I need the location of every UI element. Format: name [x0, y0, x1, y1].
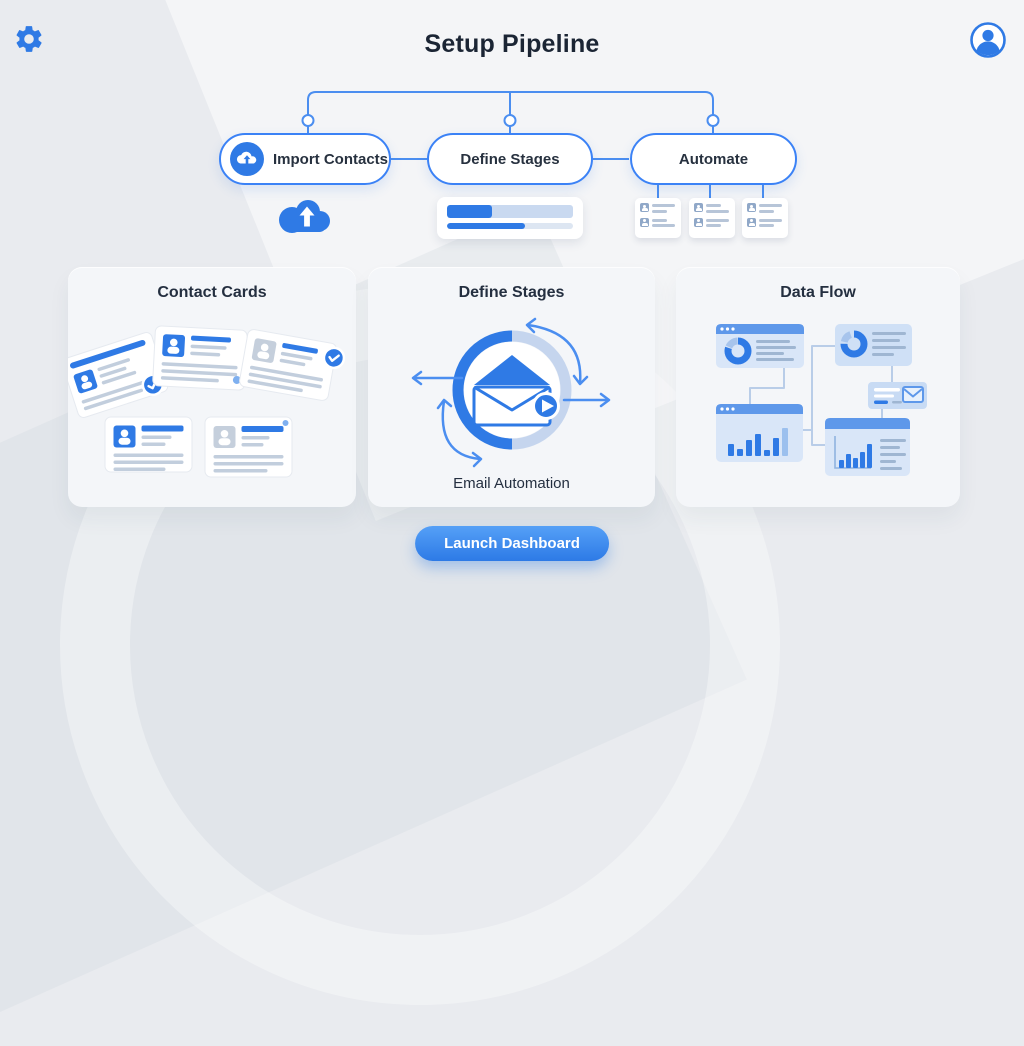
pipeline-node-import-contacts[interactable]: Import Contacts [219, 133, 391, 185]
dashboard-window-bars [716, 404, 803, 462]
setup-pipeline-page: { "app": { "title": "Setup Pipeline" }, … [13, 0, 1024, 1005]
check-badge-icon [322, 346, 346, 370]
card-caption: Email Automation [453, 475, 570, 492]
data-flow-panel: Data Flow [676, 267, 960, 507]
person-icon [694, 217, 703, 227]
donut-chart-icon [724, 337, 752, 365]
bar-chart-icon [839, 444, 872, 468]
email-automation-illustration [411, 317, 611, 468]
dashboard-window-donut [716, 324, 804, 368]
contact-cards-illustration [68, 325, 346, 478]
connector-dot [706, 114, 720, 127]
report-card-bars [825, 418, 910, 476]
mini-badge-icon [282, 420, 289, 426]
user-avatar-button[interactable] [969, 21, 1007, 59]
connector-dot [503, 114, 517, 127]
contact-card [152, 325, 248, 391]
contact-cards-panel: Contact Cards [68, 267, 356, 507]
person-icon [640, 203, 649, 212]
envelope-icon [902, 386, 924, 403]
report-card-donut [835, 324, 912, 366]
cloud-upload-illustration [279, 200, 330, 233]
card-title: Data Flow [780, 284, 856, 301]
person-icon [747, 217, 756, 227]
cloud-upload-icon [230, 142, 264, 176]
person-icon [747, 203, 756, 212]
pipeline-node-label: Automate [678, 150, 749, 168]
pipeline-node-label: Import Contacts [273, 150, 389, 168]
page-title: Setup Pipeline [424, 30, 600, 58]
data-flow-illustration [716, 324, 927, 476]
connector-dot [301, 114, 315, 127]
play-badge-icon [532, 392, 560, 420]
cycle-arrows [411, 317, 611, 468]
pipeline-node-automate[interactable]: Automate [630, 133, 797, 185]
contact-card [204, 416, 293, 478]
bar-chart-icon [728, 428, 788, 456]
progress-card-illustration [437, 197, 583, 239]
automation-contact-mini-card [635, 198, 681, 238]
flow-connectors [749, 345, 893, 446]
automation-contact-mini-card [689, 198, 735, 238]
card-title: Contact Cards [157, 284, 267, 301]
card-title: Define Stages [458, 284, 565, 301]
launch-dashboard-button[interactable]: Launch Dashboard [415, 526, 609, 561]
contact-card [68, 332, 169, 418]
person-icon [640, 217, 649, 227]
contact-card [239, 329, 346, 401]
mini-badge-icon [232, 375, 241, 384]
gear-icon [16, 26, 42, 52]
pipeline-node-define-stages[interactable]: Define Stages [427, 133, 593, 185]
pipeline-node-label: Define Stages [460, 150, 560, 168]
define-stages-panel: Define Stages Email Automation [368, 267, 655, 507]
settings-gear-button[interactable] [13, 23, 45, 55]
donut-chart-icon [840, 330, 868, 358]
user-avatar-icon [970, 22, 1006, 58]
progress-bar-top [447, 205, 573, 218]
email-envelope-icon [472, 355, 560, 427]
automation-contact-mini-card [742, 198, 788, 238]
contact-card [104, 416, 193, 473]
email-card [868, 382, 927, 409]
progress-bar-bottom [447, 223, 573, 229]
person-icon [694, 203, 703, 212]
